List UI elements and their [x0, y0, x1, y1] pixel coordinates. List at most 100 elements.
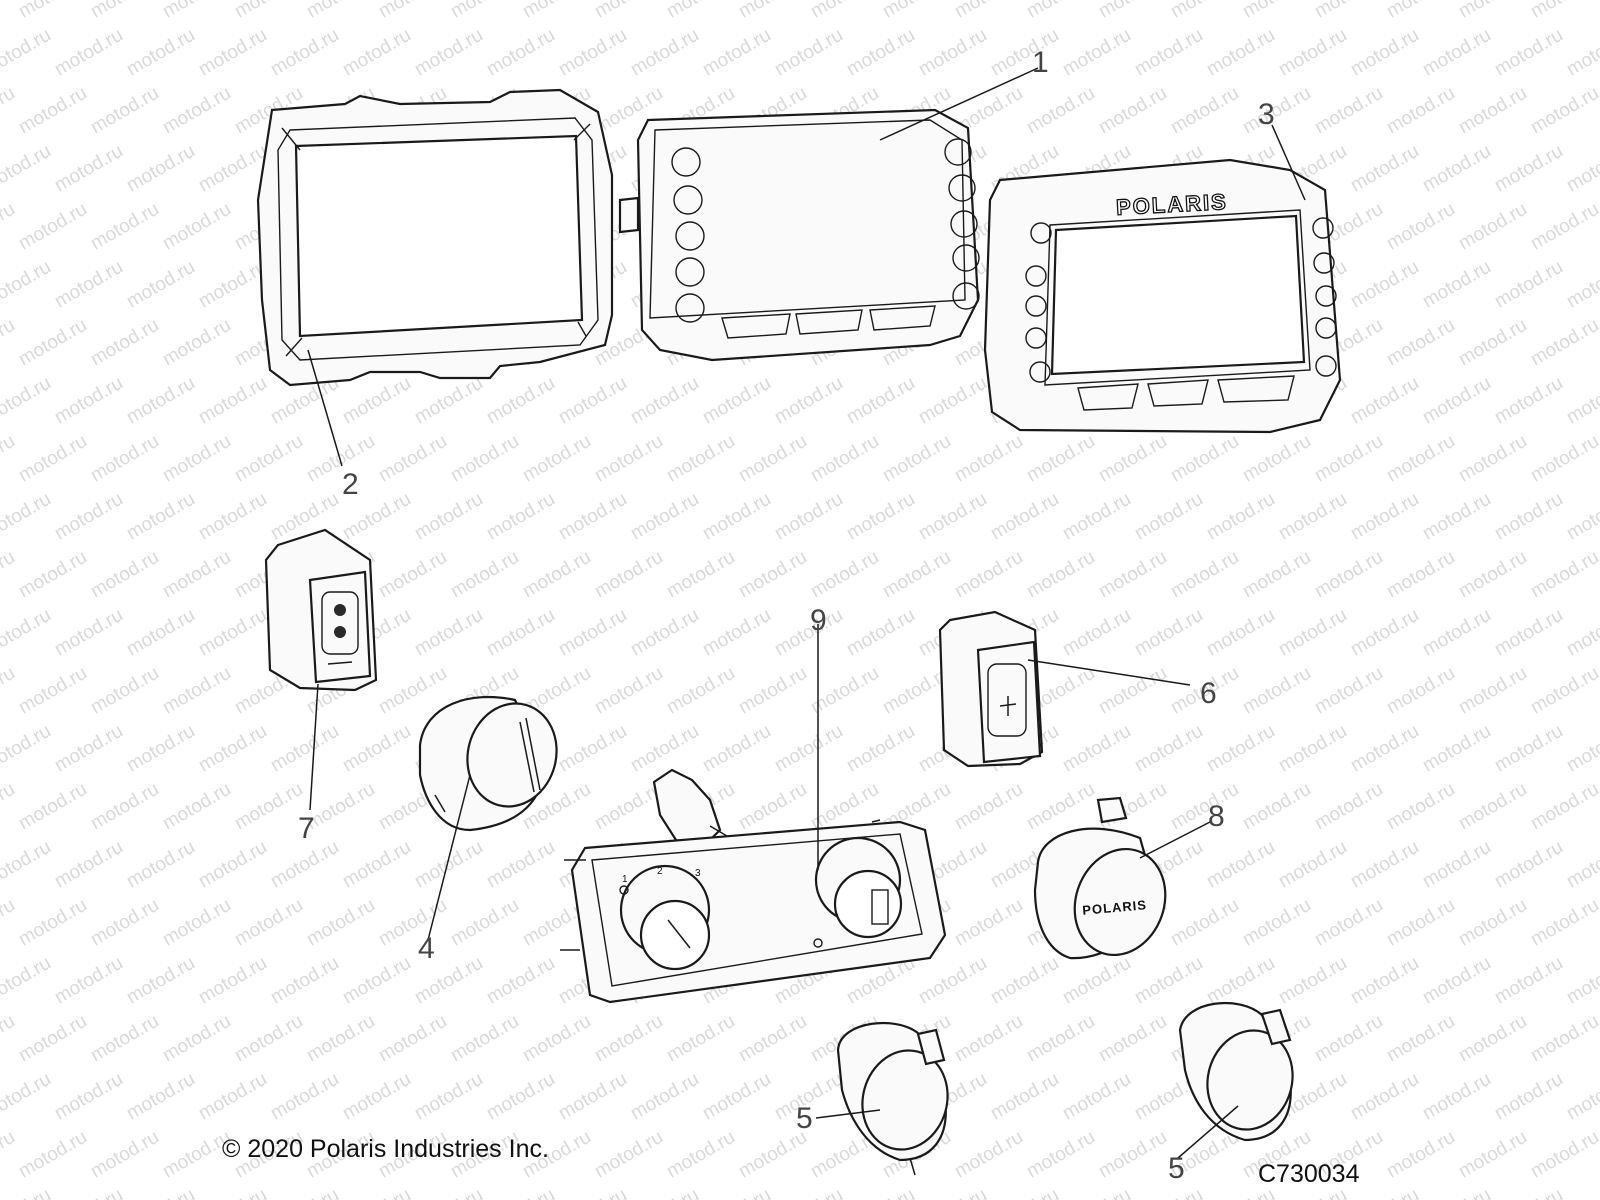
watermark-text: motod.ru: [1203, 489, 1278, 545]
watermark-text: motod.ru: [1131, 25, 1206, 81]
watermark-text: motod.ru: [0, 315, 19, 371]
callout-labels: 1 2 3 4 5 5 6 7 8 9: [298, 46, 1275, 1185]
watermark-text: motod.ru: [1239, 895, 1314, 951]
watermark-text: motod.ru: [1527, 0, 1600, 22]
watermark-text: motod.ru: [1311, 547, 1386, 603]
watermark-text: motod.ru: [879, 547, 954, 603]
watermark-text: motod.ru: [1275, 953, 1350, 1009]
watermark-text: motod.ru: [123, 489, 198, 545]
watermark-text: motod.ru: [1023, 0, 1098, 22]
watermark-text: motod.ru: [1239, 431, 1314, 487]
watermark-text: motod.ru: [303, 0, 378, 22]
watermark-text: motod.ru: [591, 547, 666, 603]
watermark-text: motod.ru: [735, 0, 810, 22]
watermark-text: motod.ru: [951, 431, 1026, 487]
watermark-text: motod.ru: [1239, 83, 1314, 139]
watermark-text: motod.ru: [1095, 431, 1170, 487]
watermark-text: motod.ru: [735, 1127, 810, 1183]
watermark-text: motod.ru: [339, 837, 414, 893]
watermark-text: motod.ru: [1491, 1069, 1566, 1125]
watermark-text: motod.ru: [1491, 837, 1566, 893]
watermark-text: motod.ru: [1059, 605, 1134, 661]
watermark-text: motod.ru: [987, 1185, 1062, 1200]
watermark-text: motod.ru: [1455, 431, 1530, 487]
watermark-text: motod.ru: [159, 83, 234, 139]
watermark-text: motod.ru: [1311, 83, 1386, 139]
watermark-text: motod.ru: [15, 895, 90, 951]
watermark-text: motod.ru: [87, 1011, 162, 1067]
watermark-text: motod.ru: [1311, 431, 1386, 487]
watermark-text: motod.ru: [159, 1011, 234, 1067]
watermark-text: motod.ru: [87, 0, 162, 22]
watermark-text: motod.ru: [1347, 605, 1422, 661]
watermark-text: motod.ru: [51, 373, 126, 429]
watermark-text: motod.ru: [1167, 0, 1242, 22]
watermark-text: motod.ru: [1311, 663, 1386, 719]
watermark-text: motod.ru: [879, 431, 954, 487]
watermark-text: motod.ru: [591, 431, 666, 487]
watermark-text: motod.ru: [1563, 141, 1600, 197]
watermark-text: motod.ru: [1383, 1011, 1458, 1067]
watermark-text: motod.ru: [1491, 25, 1566, 81]
watermark-text: motod.ru: [1059, 721, 1134, 777]
watermark-text: motod.ru: [1527, 1011, 1600, 1067]
watermark-text: motod.ru: [411, 605, 486, 661]
part-bezel-frame: [256, 88, 614, 387]
watermark-text: motod.ru: [51, 953, 126, 1009]
watermark-text: motod.ru: [1131, 953, 1206, 1009]
watermark-text: motod.ru: [771, 489, 846, 545]
watermark-text: motod.ru: [1491, 257, 1566, 313]
watermark-text: motod.ru: [1491, 489, 1566, 545]
watermark-text: motod.ru: [1455, 83, 1530, 139]
watermark-text: motod.ru: [555, 1069, 630, 1125]
watermark-text: motod.ru: [735, 547, 810, 603]
watermark-text: motod.ru: [519, 547, 594, 603]
watermark-text: motod.ru: [1167, 547, 1242, 603]
watermark-text: motod.ru: [1527, 895, 1600, 951]
watermark-text: motod.ru: [1131, 721, 1206, 777]
watermark-text: motod.ru: [1023, 431, 1098, 487]
watermark-text: motod.ru: [1527, 663, 1600, 719]
watermark-text: motod.ru: [411, 373, 486, 429]
watermark-text: motod.ru: [0, 605, 55, 661]
watermark-text: motod.ru: [1383, 547, 1458, 603]
watermark-text: motod.ru: [951, 547, 1026, 603]
watermark-text: motod.ru: [771, 1185, 846, 1200]
watermark-text: motod.ru: [87, 83, 162, 139]
watermark-text: motod.ru: [1383, 431, 1458, 487]
watermark-text: motod.ru: [1059, 1185, 1134, 1200]
watermark-text: motod.ru: [1095, 0, 1170, 22]
watermark-text: motod.ru: [339, 1185, 414, 1200]
watermark-text: motod.ru: [1563, 605, 1600, 661]
watermark-text: motod.ru: [267, 721, 342, 777]
part-power-outlet: POLARIS: [1033, 796, 1167, 960]
brand-logo-display: POLARIS: [1115, 189, 1228, 220]
watermark-text: motod.ru: [1275, 25, 1350, 81]
watermark-text: motod.ru: [1563, 953, 1600, 1009]
watermark-text: motod.ru: [1419, 1185, 1494, 1200]
watermark-text: motod.ru: [87, 663, 162, 719]
watermark-text: motod.ru: [87, 547, 162, 603]
watermark-text: motod.ru: [1347, 141, 1422, 197]
watermark-text: motod.ru: [555, 489, 630, 545]
fan-scale-1: 1: [622, 874, 628, 885]
watermark-text: motod.ru: [1419, 25, 1494, 81]
watermark-text: motod.ru: [699, 721, 774, 777]
watermark-text: motod.ru: [483, 953, 558, 1009]
watermark-text: motod.ru: [1347, 721, 1422, 777]
watermark-text: motod.ru: [1419, 953, 1494, 1009]
watermark-text: motod.ru: [1347, 953, 1422, 1009]
watermark-text: motod.ru: [0, 779, 19, 835]
watermark-text: motod.ru: [159, 199, 234, 255]
watermark-text: motod.ru: [1347, 837, 1422, 893]
watermark-text: motod.ru: [915, 953, 990, 1009]
watermark-text: motod.ru: [915, 1185, 990, 1200]
watermark-text: motod.ru: [123, 953, 198, 1009]
watermark-text: motod.ru: [1527, 199, 1600, 255]
watermark-text: motod.ru: [267, 1185, 342, 1200]
callout-5-left: 5: [796, 1102, 813, 1135]
watermark-text: motod.ru: [1563, 257, 1600, 313]
watermark-text: motod.ru: [447, 895, 522, 951]
watermark-text: motod.ru: [15, 663, 90, 719]
watermark-text: motod.ru: [303, 895, 378, 951]
